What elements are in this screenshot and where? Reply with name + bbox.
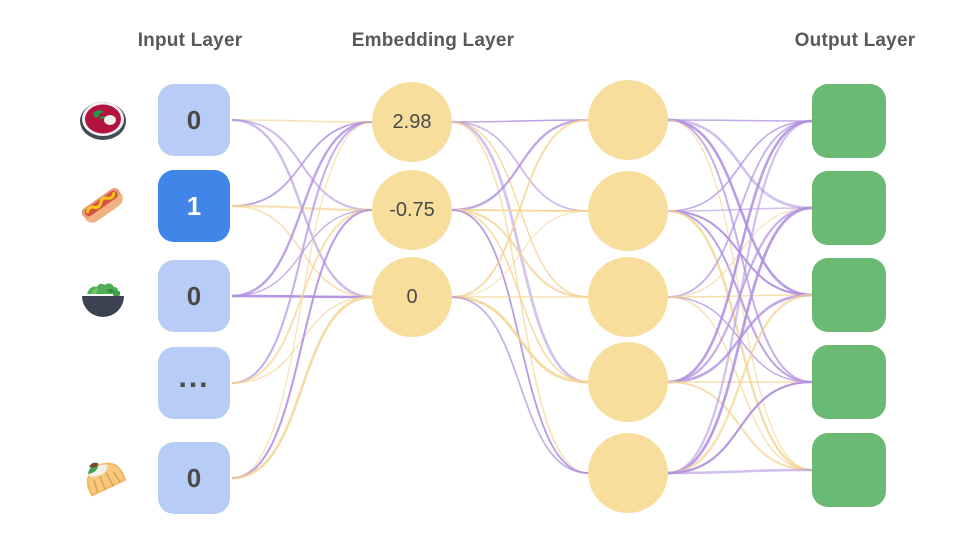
taco-icon — [75, 450, 131, 506]
edges-embedding-to-hidden — [451, 118, 589, 474]
output-box-1[interactable] — [812, 171, 886, 245]
input-box-0[interactable]: 0 — [158, 84, 230, 156]
embedding-node-2[interactable]: 0 — [372, 257, 452, 337]
salad-icon — [75, 268, 131, 324]
hot-dog-icon — [75, 178, 131, 234]
hidden-node-1[interactable] — [588, 171, 668, 251]
edges-input-to-embedding — [231, 118, 373, 480]
input-box-1[interactable]: 1 — [158, 170, 230, 242]
hidden-node-0[interactable] — [588, 80, 668, 160]
input-box-4[interactable]: 0 — [158, 442, 230, 514]
hidden-node-4[interactable] — [588, 433, 668, 513]
output-box-4[interactable] — [812, 433, 886, 507]
output-box-2[interactable] — [812, 258, 886, 332]
output-box-0[interactable] — [812, 84, 886, 158]
embedding-node-0[interactable]: 2.98 — [372, 82, 452, 162]
hidden-node-2[interactable] — [588, 257, 668, 337]
steak-bowl-icon — [75, 92, 131, 148]
embedding-node-1[interactable]: -0.75 — [372, 170, 452, 250]
heading-input-layer: Input Layer — [137, 30, 243, 51]
input-box-2[interactable]: 0 — [158, 260, 230, 332]
hidden-node-3[interactable] — [588, 342, 668, 422]
heading-embedding-layer: Embedding Layer — [351, 30, 515, 51]
output-box-3[interactable] — [812, 345, 886, 419]
edges-hidden-to-output — [667, 118, 813, 475]
input-box-ellipsis[interactable]: ... — [158, 347, 230, 419]
heading-output-layer: Output Layer — [794, 30, 916, 51]
